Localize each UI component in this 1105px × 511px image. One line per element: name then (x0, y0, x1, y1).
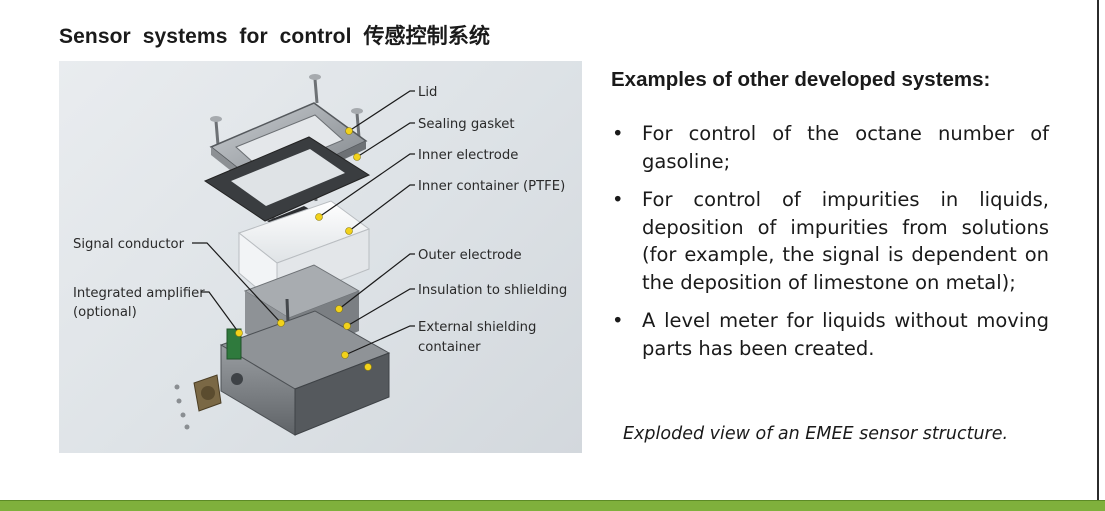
bullet-icon: • (612, 188, 624, 211)
list-item: • For control of the octane number of gas… (611, 120, 1049, 175)
footer-divider (0, 500, 1105, 501)
callout-inner-electrode: Inner electrode (418, 148, 518, 163)
list-item: • A level meter for liquids without movin… (611, 307, 1049, 362)
bullet-icon: • (612, 122, 624, 145)
figure-caption: Exploded view of an EMEE sensor structur… (623, 424, 1009, 444)
sealing-gasket (203, 136, 371, 222)
sensor-exploded-view-figure: Lid Sealing gasket Inner electrode Inner… (59, 61, 582, 453)
callout-sealing-gasket: Sealing gasket (418, 117, 515, 132)
page-right-border (1097, 0, 1099, 500)
callout-insulation: Insulation to shlielding (418, 283, 567, 298)
list-item-text: For control of impurities in liquids, de… (642, 188, 1049, 294)
list-item-text: A level meter for liquids without moving… (642, 309, 1049, 360)
list-item: • For control of impurities in liquids, d… (611, 186, 1049, 296)
external-shielding-container (219, 310, 391, 436)
callout-outer-electrode: Outer electrode (418, 248, 522, 263)
list-item-text: For control of the octane number of gaso… (642, 122, 1049, 173)
callout-leader-lines (192, 90, 415, 356)
callout-integrated-amplifier-line1: Integrated amplifier (73, 286, 205, 301)
examples-list: • For control of the octane number of gas… (611, 120, 1049, 373)
footer-accent-bar (0, 501, 1105, 511)
page-title: Sensor systems for control 传感控制系统 (59, 25, 491, 48)
examples-heading: Examples of other developed systems: (611, 68, 991, 91)
bullet-icon: • (612, 309, 624, 332)
connector-part (174, 374, 222, 430)
callout-signal-conductor: Signal conductor (73, 237, 185, 252)
callout-integrated-amplifier-line2: (optional) (73, 305, 137, 320)
callout-lid: Lid (418, 85, 437, 100)
callout-external-shielding-line2: container (418, 340, 481, 355)
callout-inner-container: Inner container (PTFE) (418, 179, 565, 194)
callout-dots (235, 127, 372, 371)
callout-external-shielding-line1: External shielding (418, 320, 536, 335)
